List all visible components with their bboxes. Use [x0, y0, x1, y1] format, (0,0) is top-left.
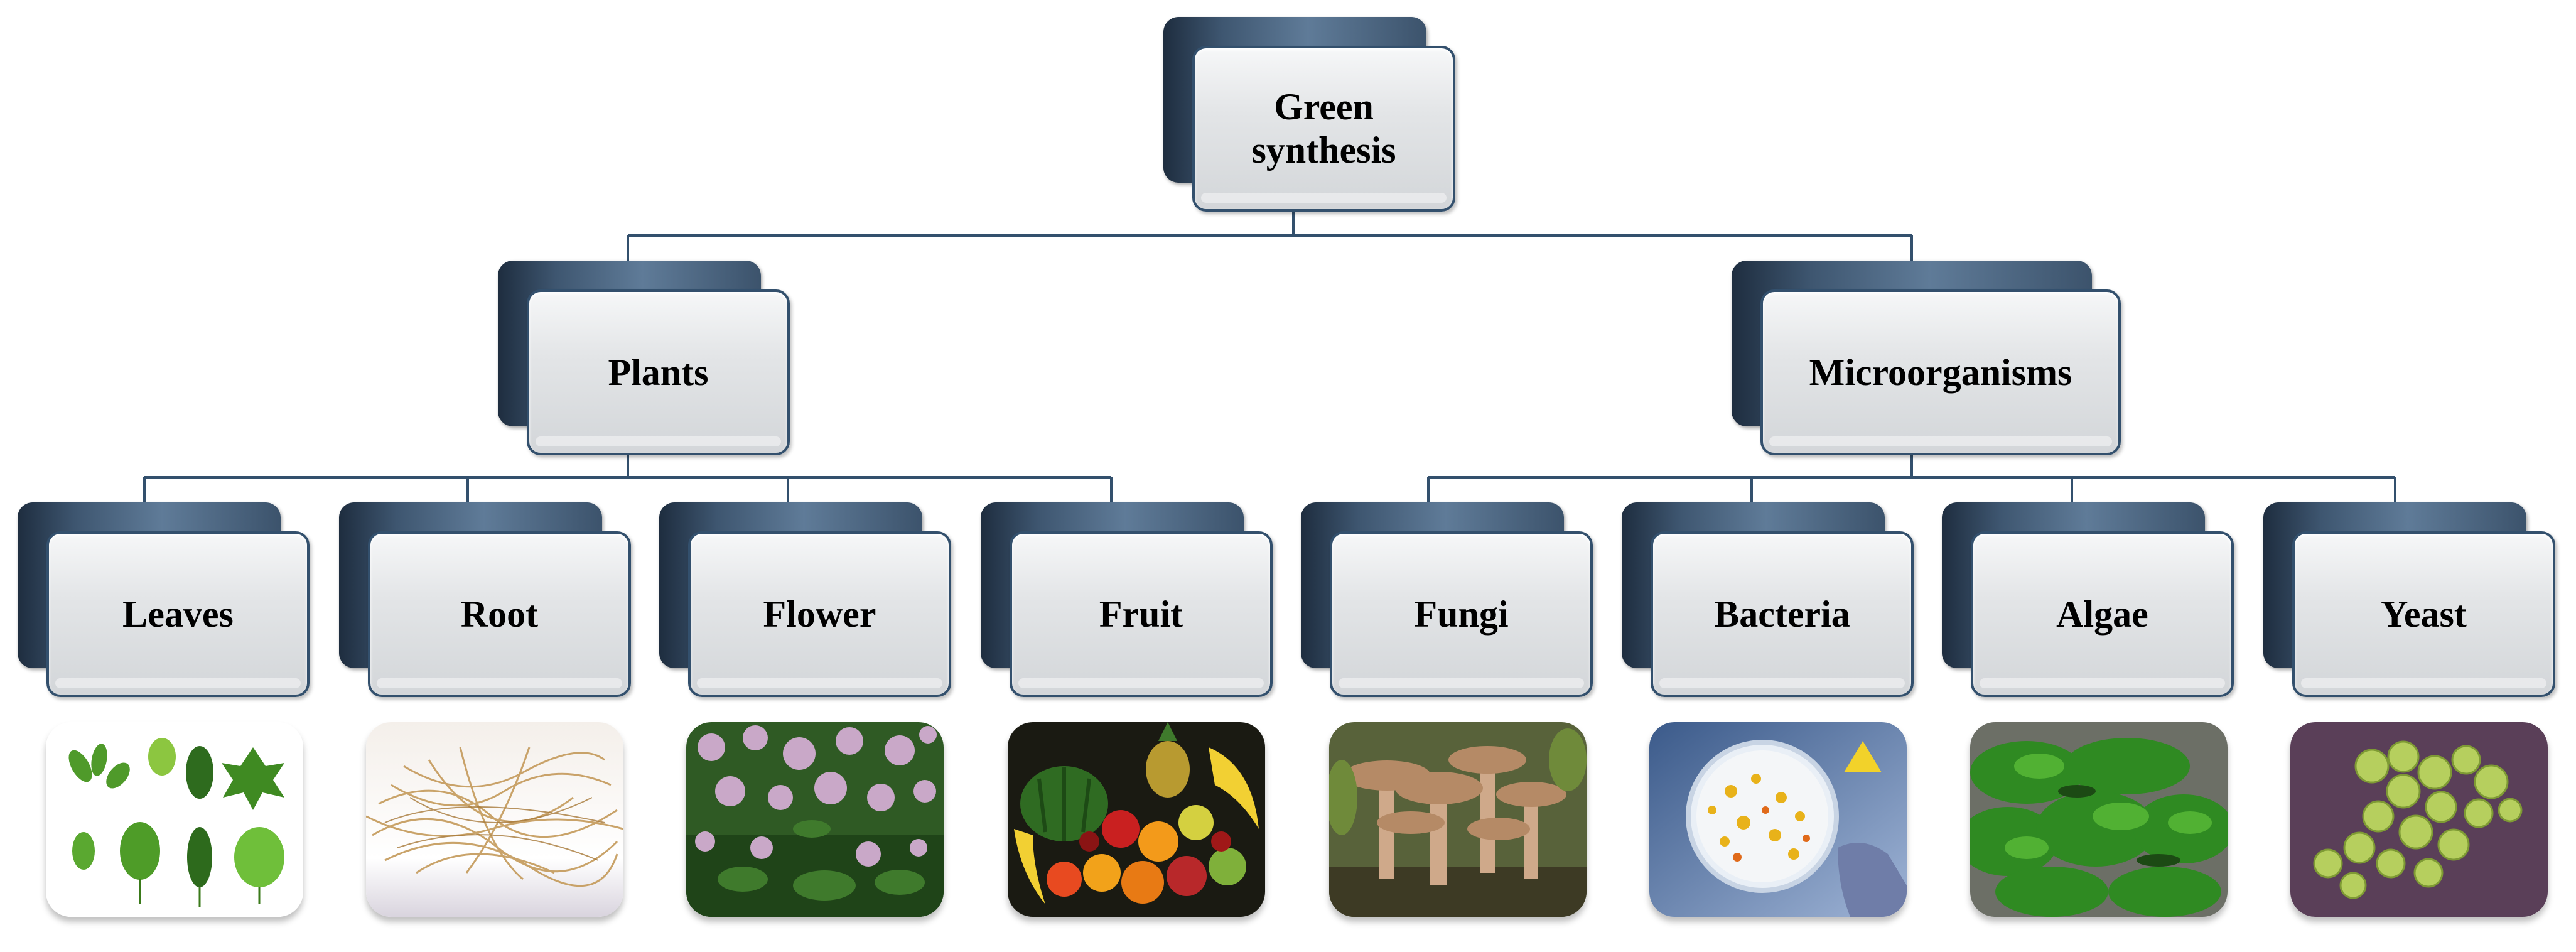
petri-dish-photo	[1649, 722, 1907, 917]
node-label: Fungi	[1414, 593, 1509, 635]
node-label: Yeast	[2381, 593, 2467, 635]
node-label: Bacteria	[1714, 593, 1850, 635]
leaf-node-algae: Algae	[1942, 502, 2234, 697]
box-face: Microorganisms	[1760, 289, 2121, 455]
box-face: Green synthesis	[1192, 46, 1455, 212]
node-label: Algae	[2056, 593, 2148, 635]
box-face: Algae	[1971, 531, 2234, 697]
box-face: Plants	[527, 289, 790, 455]
node-label: Plants	[608, 351, 709, 393]
node-label: Root	[460, 593, 539, 635]
leaf-node-leaves: Leaves	[18, 502, 310, 697]
group-node-plants: Plants	[498, 261, 790, 455]
leaf-node-yeast: Yeast	[2263, 502, 2555, 697]
algae-photo	[1970, 722, 2228, 917]
leaf-node-bacteria: Bacteria	[1622, 502, 1914, 697]
root-node-green-synthesis: Green synthesis	[1163, 17, 1455, 212]
node-label: Green synthesis	[1251, 86, 1396, 171]
node-label: Fruit	[1099, 593, 1183, 635]
leaf-node-root: Root	[339, 502, 631, 697]
leaf-node-fruit: Fruit	[981, 502, 1273, 697]
yeast-micrograph	[2290, 722, 2548, 917]
flower-photo	[686, 722, 944, 917]
leaf-node-flower: Flower	[659, 502, 951, 697]
group-node-microorganisms: Microorganisms	[1732, 261, 2121, 455]
box-face: Root	[368, 531, 631, 697]
leaf-node-fungi: Fungi	[1301, 502, 1593, 697]
mushroom-photo	[1329, 722, 1587, 917]
box-face: Fruit	[1010, 531, 1273, 697]
node-label: Leaves	[122, 593, 234, 635]
box-face: Leaves	[46, 531, 310, 697]
box-face: Flower	[688, 531, 951, 697]
root-photo	[366, 722, 623, 917]
box-face: Bacteria	[1651, 531, 1914, 697]
node-label: Microorganisms	[1809, 351, 2072, 393]
node-label: Flower	[763, 593, 876, 635]
leaves-photo	[46, 722, 303, 917]
box-face: Fungi	[1330, 531, 1593, 697]
fruit-photo	[1008, 722, 1265, 917]
box-face: Yeast	[2292, 531, 2555, 697]
